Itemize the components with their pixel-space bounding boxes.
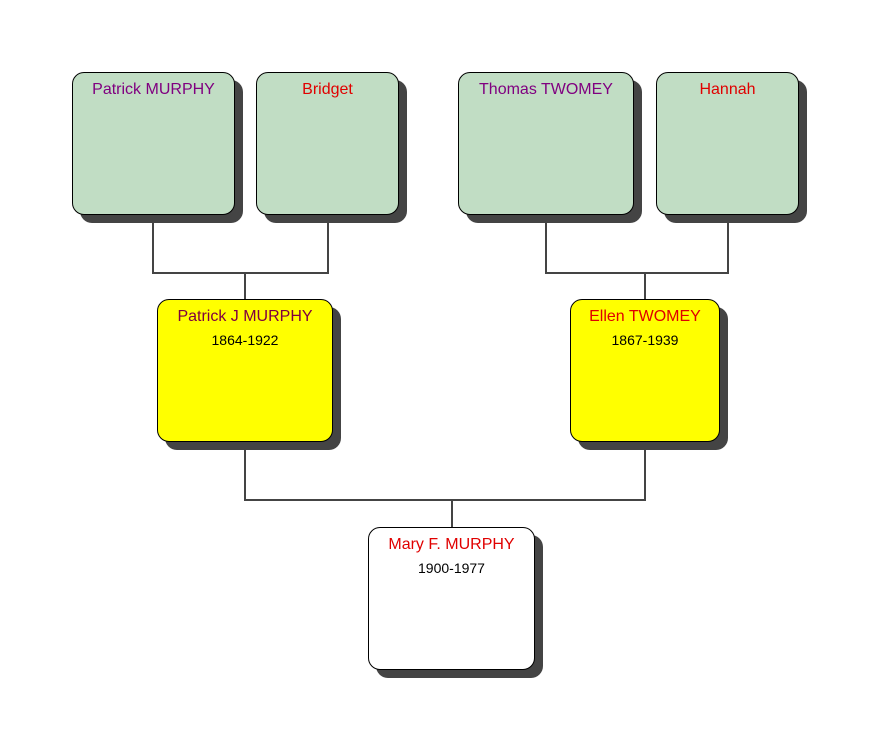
person-box-ellen-twomey[interactable]: Ellen TWOMEY 1867-1939	[570, 299, 720, 442]
person-box-patrick-murphy[interactable]: Patrick MURPHY	[72, 72, 235, 215]
person-box-bridget[interactable]: Bridget	[256, 72, 399, 215]
person-name: Patrick MURPHY	[92, 81, 215, 98]
connector-line	[545, 272, 729, 274]
person-name: Thomas TWOMEY	[479, 81, 613, 98]
person-dates: 1864-1922	[211, 332, 279, 348]
connector-line	[327, 215, 329, 274]
connector-line	[152, 272, 329, 274]
person-name: Ellen TWOMEY	[589, 308, 701, 325]
person-name: Hannah	[699, 81, 756, 98]
connector-line	[644, 442, 646, 501]
connector-line	[152, 215, 154, 274]
person-box-thomas-twomey[interactable]: Thomas TWOMEY	[458, 72, 634, 215]
person-box-hannah[interactable]: Hannah	[656, 72, 799, 215]
person-name: Patrick J MURPHY	[177, 308, 313, 325]
connector-line	[545, 215, 547, 274]
person-dates: 1900-1977	[418, 560, 485, 576]
connector-line	[244, 272, 246, 299]
connector-line	[644, 272, 646, 299]
person-dates: 1867-1939	[611, 332, 679, 348]
person-name: Mary F. MURPHY	[388, 536, 515, 553]
person-box-mary-f-murphy[interactable]: Mary F. MURPHY 1900-1977	[368, 527, 535, 670]
person-box-patrick-j-murphy[interactable]: Patrick J MURPHY 1864-1922	[157, 299, 333, 442]
person-name: Bridget	[302, 81, 353, 98]
connector-line	[244, 442, 246, 501]
connector-line	[244, 499, 646, 501]
connector-line	[451, 499, 453, 527]
connector-line	[727, 215, 729, 274]
